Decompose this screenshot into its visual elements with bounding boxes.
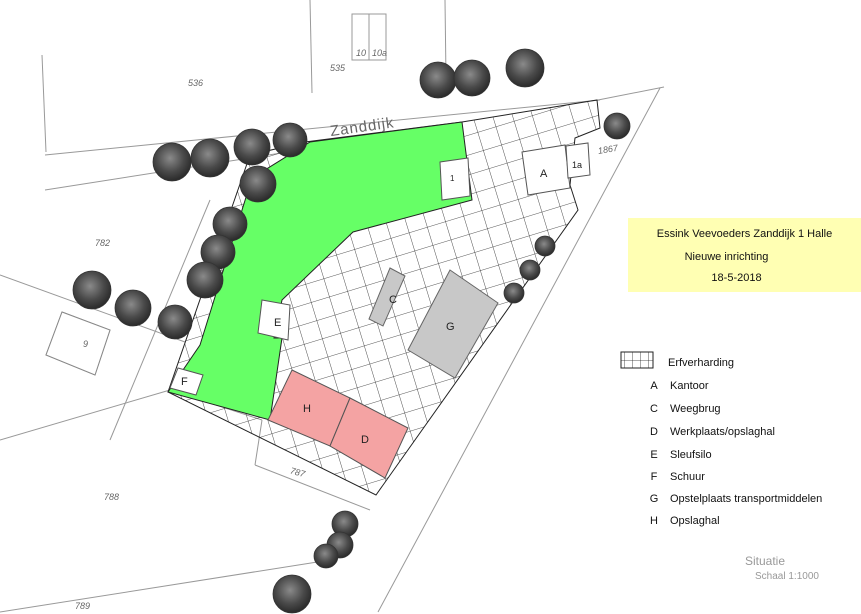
tree-icon [272,122,308,158]
building-d [329,397,409,479]
legend-text: Kantoor [670,380,709,392]
building-a [521,144,571,196]
tree-icon [233,128,271,166]
building-1a [565,142,591,179]
tree-icon [272,574,312,614]
building-f [169,367,204,396]
plan-scale: Schaal 1:1000 [755,571,819,582]
parcel-number: 788 [104,492,119,502]
tree-icon [186,261,224,299]
building-label: 1a [572,160,582,170]
tree-icon [419,61,457,99]
building-label: A [540,168,548,180]
plan-title: Situatie [745,554,786,568]
legend-text: Opslaghal [670,515,720,527]
legend-text: Werkplaats/opslaghal [670,426,775,438]
legend-letter: E [650,449,658,461]
building-label: D [361,434,369,446]
info-subtitle: Nieuwe inrichting [684,251,769,263]
parcel-number: 536 [188,78,203,88]
tree-icon [190,138,230,178]
tree-icon [152,142,192,182]
tree-icon [603,112,631,140]
tree-icon [239,165,277,203]
tree-icon [503,282,525,304]
legend-letter: G [649,493,659,505]
legend-text: Sleufsilo [670,449,712,461]
building-label: C [389,294,397,306]
legend-text: Weegbrug [670,403,721,415]
building-label: F [181,376,188,388]
legend-letter: D [650,426,658,438]
building-label: 1 [450,174,455,183]
tree-icon [114,289,152,327]
parcel-number: 789 [75,601,90,611]
building-label: G [446,321,455,333]
parcel-number: 535 [330,63,346,73]
tree-icon [453,59,491,97]
legend-letter: H [650,515,658,527]
tree-icon [72,270,112,310]
legend-text: Schuur [670,471,705,483]
building-1 [439,157,471,201]
building-g [407,269,499,379]
tree-icon [534,235,556,257]
parcel-number: 9 [83,339,88,349]
building-label: E [274,317,281,329]
legend-letter: A [650,380,658,392]
tree-icon [505,48,545,88]
legend-paving-swatch [620,351,654,369]
legend-text: Opstelplaats transportmiddelen [670,493,823,505]
house-number: 10a [372,48,387,58]
tree-icon [157,304,193,340]
house-number: 10 [356,48,366,58]
buildings [45,142,591,479]
tree-icon [519,259,541,281]
legend-paving-label: Erfverharding [668,357,735,369]
info-date: 18-5-2018 [711,272,762,284]
building-9 [45,311,111,376]
info-title: Essink Veevoeders Zanddijk 1 Halle [656,228,833,240]
parcel-number: 787 [289,466,307,480]
legend-letter: C [650,403,658,415]
info-box: Essink Veevoeders Zanddijk 1 Halle Nieuw… [628,218,861,292]
tree-icon [313,543,339,569]
legend-letter: F [650,471,658,483]
building-e [257,299,291,341]
trees [72,48,631,614]
building-label: H [303,403,311,415]
parcel-number: 782 [95,238,110,248]
parcel-number: 1867 [597,143,619,156]
building-c [368,267,406,327]
